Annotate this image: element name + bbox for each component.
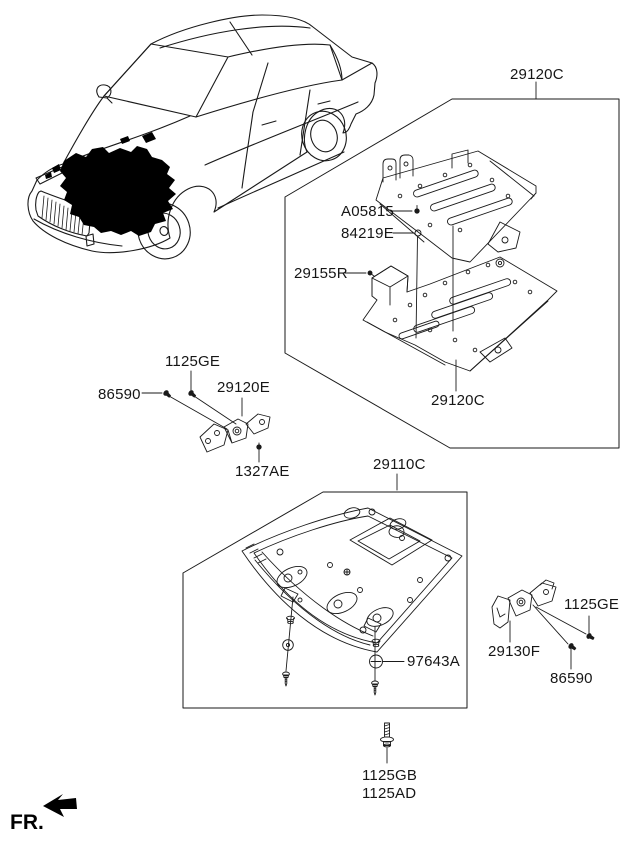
engine-bay-highlight [45,132,176,236]
front-direction-label: FR. [10,811,44,834]
battery-panel-lower [362,256,558,372]
bolt-1125gb [380,722,394,748]
bolt-29155r [367,270,375,277]
callout-29130f: 29130F [488,643,541,660]
assembly-box-29110c [182,491,468,709]
grille [35,190,92,237]
grommet-84219e [414,229,422,237]
callout-29155r: 29155R [294,265,348,282]
callout-86590-left: 86590 [98,386,141,403]
rear-wheel [301,110,347,162]
callout-29120e: 29120E [217,379,270,396]
callout-1327ae: 1327AE [235,463,290,480]
screw-right [371,680,379,696]
callout-29120c-panel: 29120C [431,392,485,409]
washer-97643a [369,654,383,669]
callout-a05815: A05815 [341,203,394,220]
under-cover-panel [241,507,463,653]
callout-97643a: 97643A [407,653,460,670]
bolt-1125ge-right [585,632,596,642]
battery-panel-upper [375,149,537,263]
callout-84219e: 84219E [341,225,394,242]
callout-86590-right: 86590 [550,670,593,687]
callout-29110c: 29110C [373,456,426,473]
bracket-29130f [491,579,557,629]
panel-holes [397,162,511,233]
panel-holes [392,262,533,353]
leader-lines [141,81,590,764]
bracket-29120e [199,413,271,453]
fr-direction-arrow [43,794,77,817]
assembly-box-29120c [284,98,620,449]
callout-1125ge-right: 1125GE [564,596,620,613]
callout-1125gb: 1125GB [362,767,418,784]
screw-86590-right [567,642,578,652]
vehicle-illustration [27,14,378,260]
cover-holes [276,508,452,634]
callout-1125ad: 1125AD [362,785,417,802]
clip-a05815 [414,205,420,214]
screw-left [282,671,290,687]
callout-1125ge-left: 1125GE [165,353,221,370]
clip-1327ae [256,442,262,450]
callout-29120c-assembly: 29120C [510,66,564,83]
fasteners [162,205,596,748]
